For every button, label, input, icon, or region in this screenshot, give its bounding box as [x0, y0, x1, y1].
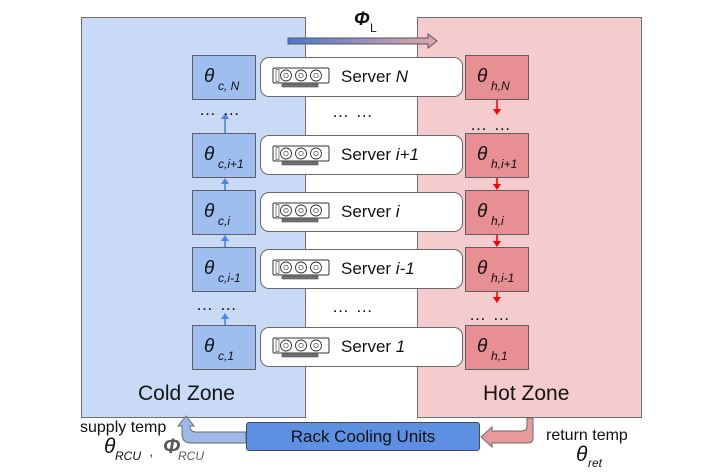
hot-cell-symbol: θ [477, 201, 488, 222]
server-prefix: Server [341, 259, 396, 278]
supply-theta-symbol: θ [104, 435, 116, 458]
hot-cell-symbol: θ [477, 258, 488, 279]
hot-cell-i: θ h,i [465, 190, 529, 235]
server-prefix: Server [341, 202, 396, 221]
gpu-server-icon [272, 202, 330, 223]
ellipsis-hot-bottom: … … [469, 305, 511, 324]
cold-cell-symbol: θ [204, 144, 215, 165]
server-prefix: Server [341, 337, 396, 356]
cold-cell-symbol: θ [204, 258, 215, 279]
return-theta-subscript: ret [588, 456, 603, 470]
airflow-subscript: L [370, 21, 377, 35]
hot-cell-symbol: θ [477, 336, 488, 357]
hot-cell-subscript: h,i+1 [491, 157, 518, 171]
hot-cell-1: θ h,1 [465, 325, 529, 370]
supply-phi-symbol: Φ [163, 435, 181, 458]
supply-theta-subscript: RCU [115, 449, 141, 463]
airflow-arrow [287, 32, 438, 50]
server-N: Server N [260, 57, 463, 97]
cold-cell-1: θ c,1 [192, 325, 256, 370]
cold-cell-i-plus-1: θ c,i+1 [192, 133, 256, 178]
hot-cell-N: θ h,N [465, 55, 529, 100]
ellipsis-cold-bottom: … … [196, 295, 238, 314]
server-prefix: Server [341, 145, 396, 164]
server-index: i+1 [395, 145, 419, 164]
cold-cell-i-minus-1: θ c,i-1 [192, 247, 256, 292]
hot-cell-subscript: h,1 [491, 349, 508, 363]
supply-flow-arrow [176, 415, 247, 444]
server-index: 1 [395, 337, 406, 356]
hot-cell-symbol: θ [477, 66, 488, 87]
hot-airflow-arrow [493, 235, 501, 247]
cold-cell-subscript: c,1 [218, 349, 235, 363]
cold-cell-subscript: c,i [218, 214, 230, 228]
server-index: i-1 [395, 259, 415, 278]
hot-cell-i-plus-1: θ h,i+1 [465, 133, 529, 178]
return-flow-arrow [480, 417, 534, 449]
cold-airflow-arrow [221, 235, 229, 247]
cold-cell-symbol: θ [204, 336, 215, 357]
supply-temp-label: supply temp [80, 419, 167, 436]
return-theta-symbol: θ [576, 443, 588, 466]
hot-cell-subscript: h,i-1 [491, 271, 515, 285]
hot-airflow-arrow [493, 178, 501, 190]
server-i-minus-1: Server i-1 [260, 249, 463, 289]
gpu-server-icon [272, 259, 330, 280]
cold-airflow-arrow [221, 113, 229, 133]
server-prefix: Server [341, 67, 396, 86]
ellipsis-server-top: … … [332, 102, 374, 121]
supply-phi-subscript: RCU [178, 449, 204, 463]
gpu-server-icon [272, 145, 330, 166]
cold-cell-N: θ c, N [192, 55, 256, 100]
hot-zone-label: Hot Zone [483, 382, 570, 405]
cold-airflow-arrow [221, 178, 229, 190]
cold-cell-i: θ c,i [192, 190, 256, 235]
ellipsis-hot-top: … … [470, 115, 512, 134]
gpu-server-icon [272, 337, 330, 358]
supply-separator: , [149, 443, 154, 460]
server-index: N [395, 67, 409, 86]
cold-airflow-arrow [221, 313, 229, 325]
rack-cooling-units: Rack Cooling Units [246, 422, 480, 451]
hot-airflow-arrow [493, 100, 501, 115]
ellipsis-cold-top: … … [199, 100, 241, 119]
hot-cell-subscript: h,i [491, 214, 504, 228]
server-i-plus-1: Server i+1 [260, 135, 463, 175]
ellipsis-server-bottom: … … [332, 297, 374, 316]
cold-cell-subscript: c, N [218, 79, 240, 93]
hot-cell-subscript: h,N [491, 79, 510, 93]
cold-cell-symbol: θ [204, 201, 215, 222]
hot-cell-symbol: θ [477, 144, 488, 165]
hot-cell-i-minus-1: θ h,i-1 [465, 247, 529, 292]
cold-zone-label: Cold Zone [138, 382, 235, 405]
server-i: Server i [260, 192, 463, 232]
cold-cell-subscript: c,i+1 [218, 157, 244, 171]
server-index: i [395, 202, 400, 221]
airflow-symbol: Φ [354, 9, 370, 30]
cold-cell-symbol: θ [204, 66, 215, 87]
cold-cell-subscript: c,i-1 [218, 271, 241, 285]
gpu-server-icon [272, 67, 330, 88]
server-1: Server 1 [260, 327, 463, 367]
return-temp-label: return temp [546, 427, 628, 444]
